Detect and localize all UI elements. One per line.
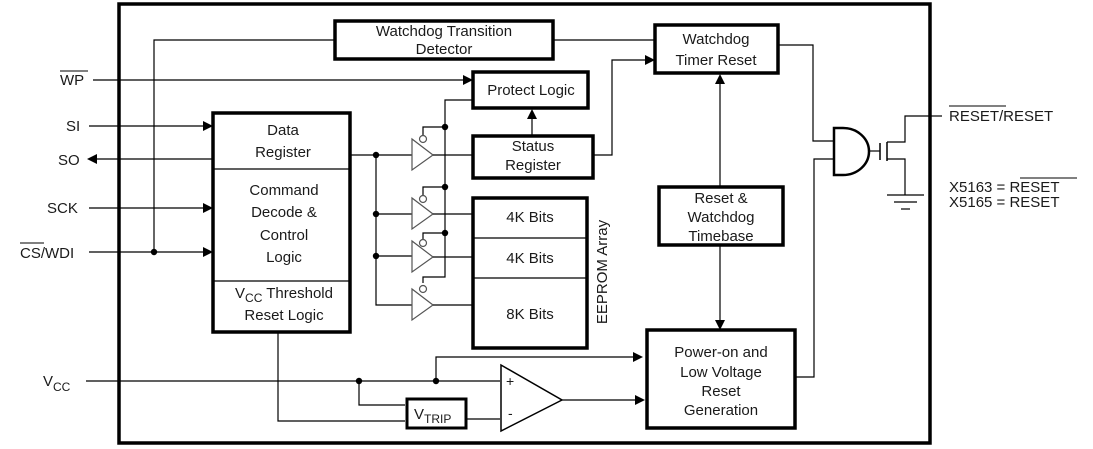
pin-vcc-label: VCC bbox=[43, 373, 71, 394]
buffer-eeprom-1 bbox=[411, 194, 435, 231]
eeprom-array bbox=[471, 196, 589, 350]
wire-vcc-por bbox=[435, 356, 634, 381]
comparator-minus: - bbox=[508, 405, 513, 421]
data-register-label-1: Data bbox=[267, 122, 299, 139]
arrow-sck bbox=[203, 203, 213, 213]
pin-so-label: SO bbox=[58, 152, 80, 169]
pin-cs-wdi-label: CS/WDI bbox=[20, 245, 74, 262]
pin-wp: WP bbox=[60, 70, 88, 89]
wtd-label-1: Watchdog Transition bbox=[376, 23, 512, 40]
vtrip-label: VTRIP bbox=[414, 406, 451, 426]
buffer-status bbox=[411, 134, 435, 172]
wire-en-b2 bbox=[422, 186, 445, 195]
buffer-eeprom-3 bbox=[411, 284, 435, 322]
watchdog-transition-detector bbox=[333, 19, 555, 61]
vtrip-block bbox=[405, 397, 468, 430]
wire-wtr-and bbox=[778, 44, 834, 142]
threshold-label-2: Reset Logic bbox=[244, 307, 324, 324]
note-x5163: X5163 = RESET bbox=[949, 177, 1077, 196]
pin-si-label: SI bbox=[66, 118, 80, 135]
wtd-label-2: Detector bbox=[416, 41, 473, 58]
buffer-eeprom-2 bbox=[411, 238, 435, 274]
eeprom-cell-1: 4K Bits bbox=[506, 209, 554, 226]
eeprom-cell-2: 4K Bits bbox=[506, 250, 554, 267]
watchdog-timer-reset bbox=[653, 23, 780, 75]
comparator bbox=[500, 363, 564, 433]
wire-status-wtr bbox=[593, 59, 647, 156]
wire-en-b1 bbox=[422, 126, 445, 135]
command-label-3: Control bbox=[260, 227, 308, 244]
threshold-label-1: VCC Threshold bbox=[235, 285, 333, 305]
command-label-1: Command bbox=[249, 182, 318, 199]
wire-fet-drain bbox=[887, 115, 932, 143]
timebase-label-3: Timebase bbox=[688, 228, 753, 245]
note-x5163-label: X5163 = RESET bbox=[949, 179, 1059, 196]
status-register bbox=[471, 134, 595, 180]
pin-cs-wdi: CS/WDI bbox=[20, 242, 74, 262]
status-register-label-1: Status bbox=[512, 138, 555, 155]
status-register-label-2: Register bbox=[505, 157, 561, 174]
wire-threshold bbox=[277, 332, 405, 422]
arrow-comparator-por bbox=[635, 395, 645, 405]
reset-watchdog-timebase bbox=[657, 185, 785, 247]
timebase-label-1: Reset & bbox=[694, 190, 747, 207]
command-label-2: Decode & bbox=[251, 204, 317, 221]
pin-reset: RESET/RESET bbox=[949, 105, 1053, 125]
wire-enable-bus bbox=[422, 99, 473, 283]
pin-reset-label: RESET/RESET bbox=[949, 108, 1053, 125]
eeprom-cell-3: 8K Bits bbox=[506, 306, 554, 323]
wire-por-and bbox=[795, 158, 834, 378]
arrow-timebase-wtr bbox=[715, 74, 725, 84]
arrow-wp bbox=[463, 75, 473, 85]
chip-boundary bbox=[117, 2, 932, 445]
eeprom-array-label: EEPROM Array bbox=[594, 219, 611, 324]
arrow-vcc-por bbox=[633, 352, 643, 362]
power-on-reset-generation bbox=[645, 328, 797, 430]
protect-logic bbox=[471, 70, 590, 110]
arrow-si bbox=[203, 121, 213, 131]
wire-en-b3 bbox=[422, 232, 445, 240]
por-label-4: Generation bbox=[684, 402, 758, 419]
wire-vcc-vtrip bbox=[358, 381, 405, 406]
wtr-label-2: Timer Reset bbox=[675, 52, 757, 69]
arrow-status-wtr bbox=[645, 55, 655, 65]
arrow-timebase-por bbox=[715, 320, 725, 330]
timebase-label-2: Watchdog bbox=[688, 209, 755, 226]
wire-fet-source bbox=[887, 158, 906, 195]
pin-sck-label: SCK bbox=[47, 200, 78, 217]
arrow-status-protect bbox=[527, 109, 537, 119]
por-label-1: Power-on and bbox=[674, 344, 767, 361]
pin-wp-label: WP bbox=[60, 72, 84, 89]
protect-logic-label: Protect Logic bbox=[487, 82, 575, 99]
control-block bbox=[211, 111, 352, 334]
data-register-label-2: Register bbox=[255, 144, 311, 161]
wire-bus-vertical bbox=[375, 155, 412, 306]
arrow-cs-wdi bbox=[203, 247, 213, 257]
wtr-label-1: Watchdog bbox=[683, 31, 750, 48]
por-label-3: Reset bbox=[701, 383, 741, 400]
arrow-so bbox=[87, 154, 97, 164]
and-gate bbox=[832, 126, 871, 177]
por-label-2: Low Voltage bbox=[680, 364, 762, 381]
wire-cs-to-wtd bbox=[153, 39, 335, 252]
command-label-4: Logic bbox=[266, 249, 302, 266]
note-x5165-label: X5165 = RESET bbox=[949, 194, 1059, 211]
comparator-plus: + bbox=[506, 373, 514, 389]
